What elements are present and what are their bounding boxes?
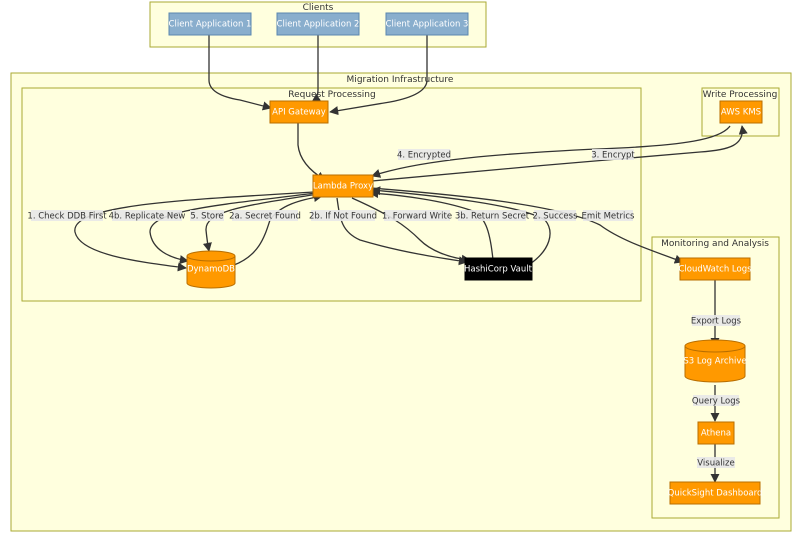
edge-client3-api — [329, 35, 428, 116]
node-label-cloudwatch: CloudWatch Logs — [678, 265, 752, 275]
edge-label-forward-write: 1. Forward Write — [382, 210, 452, 222]
node-label-lambda-proxy: Lambda Proxy — [313, 182, 373, 192]
svg-text:Visualize: Visualize — [697, 459, 734, 469]
edge-label-encrypted: 4. Encrypted — [397, 149, 451, 161]
node-hashicorp-vault[interactable]: HashiCorp Vault — [464, 257, 533, 281]
svg-text:4. Encrypted: 4. Encrypted — [397, 151, 451, 161]
svg-text:4b. Replicate New: 4b. Replicate New — [109, 212, 186, 222]
edge-label-export-logs: Export Logs — [691, 315, 742, 327]
node-dynamodb[interactable]: DynamoDB — [186, 250, 236, 289]
svg-text:3b. Return Secret: 3b. Return Secret — [455, 212, 530, 222]
svg-text:1. Check DDB First: 1. Check DDB First — [27, 212, 107, 222]
edge-encrypted — [371, 125, 731, 178]
edge-emit-metrics — [370, 187, 684, 264]
node-s3-log-archive[interactable]: S3 Log Archive — [683, 339, 747, 383]
edge-check-ddb — [74, 191, 315, 272]
svg-text:2a. Secret Found: 2a. Secret Found — [229, 212, 301, 222]
edge-replicate — [149, 192, 317, 265]
node-label-api-gateway: API Gateway — [272, 108, 326, 118]
edge-label-emit-metrics: Emit Metrics — [582, 210, 635, 222]
node-label-vault: HashiCorp Vault — [464, 265, 533, 275]
node-client1[interactable]: Client Application 1 — [168, 12, 252, 36]
svg-text:Emit Metrics: Emit Metrics — [582, 212, 635, 222]
node-athena[interactable]: Athena — [697, 421, 735, 445]
edge-client1-api — [208, 35, 272, 111]
edge-forward-write — [351, 197, 471, 264]
node-label-dynamodb: DynamoDB — [187, 265, 235, 275]
cluster-title-monitoring: Monitoring and Analysis — [661, 239, 769, 249]
edge-success — [371, 186, 551, 265]
svg-text:2b. If Not Found: 2b. If Not Found — [309, 212, 377, 222]
edge-label-return-secret: 3b. Return Secret — [455, 210, 530, 222]
svg-text:5. Store: 5. Store — [190, 212, 223, 222]
edge-store — [202, 193, 319, 252]
edge-label-visualize: Visualize — [697, 457, 735, 469]
cluster-title-migration: Migration Infrastructure — [347, 75, 454, 85]
svg-text:2. Success: 2. Success — [532, 212, 578, 222]
svg-text:Export Logs: Export Logs — [691, 317, 742, 327]
node-label-s3: S3 Log Archive — [683, 357, 746, 367]
node-label-client2: Client Application 2 — [277, 20, 360, 30]
edge-labels: 1. Check DDB First 4b. Replicate New 5. … — [27, 149, 742, 469]
node-label-quicksight: QuickSight Dashboard — [668, 489, 763, 499]
edge-label-check-ddb: 1. Check DDB First — [27, 210, 107, 222]
edge-label-success: 2. Success — [532, 210, 578, 222]
svg-text:Query Logs: Query Logs — [692, 397, 741, 407]
node-label-client3: Client Application 3 — [386, 20, 469, 30]
node-client3[interactable]: Client Application 3 — [385, 12, 469, 36]
node-quicksight-dashboard[interactable]: QuickSight Dashboard — [668, 481, 763, 505]
edge-return-secret — [369, 189, 494, 261]
node-label-kms: AWS KMS — [721, 108, 761, 118]
node-api-gateway[interactable]: API Gateway — [269, 100, 329, 124]
node-aws-kms[interactable]: AWS KMS — [719, 100, 763, 124]
node-client2[interactable]: Client Application 2 — [276, 12, 360, 36]
edge-label-store: 5. Store — [190, 210, 224, 222]
svg-text:1. Forward Write: 1. Forward Write — [382, 212, 452, 222]
node-label-athena: Athena — [701, 429, 731, 439]
edge-label-replicate: 4b. Replicate New — [109, 210, 186, 222]
svg-text:3. Encrypt: 3. Encrypt — [591, 151, 635, 161]
edges — [74, 35, 748, 483]
cluster-title-write: Write Processing — [703, 90, 778, 100]
edge-label-query-logs: Query Logs — [692, 395, 741, 407]
edge-label-encrypt: 3. Encrypt — [591, 149, 635, 161]
cluster-title-clients: Clients — [303, 3, 334, 13]
node-label-client1: Client Application 1 — [169, 20, 252, 30]
edge-label-not-found: 2b. If Not Found — [309, 210, 377, 222]
edge-label-secret-found: 2a. Secret Found — [229, 210, 301, 222]
node-lambda-proxy[interactable]: Lambda Proxy — [312, 174, 374, 198]
node-cloudwatch-logs[interactable]: CloudWatch Logs — [678, 257, 752, 281]
cluster-title-request: Request Processing — [288, 90, 375, 100]
